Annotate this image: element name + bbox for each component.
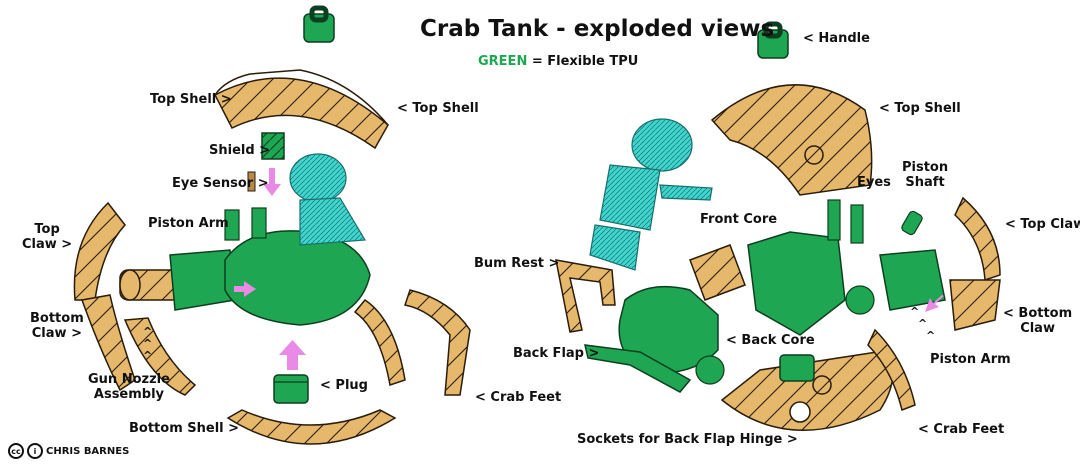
label-bottom-shell: Bottom Shell > bbox=[129, 421, 240, 436]
credit-name: CHRIS BARNES bbox=[46, 445, 130, 457]
label-bum-rest: Bum Rest > bbox=[474, 256, 560, 271]
label-eye-sensor: Eye Sensor > bbox=[172, 176, 269, 191]
chevrons-icon: ^ bbox=[143, 325, 152, 338]
eye-sensor-part bbox=[247, 171, 256, 192]
legend-key: GREEN bbox=[478, 54, 528, 69]
label-gun-nozzle: Gun Nozzle Assembly bbox=[88, 372, 170, 402]
back-flap-part bbox=[584, 344, 692, 393]
svg-text:^: ^ bbox=[918, 317, 927, 330]
label-top-shell-mid: < Top Shell bbox=[397, 101, 479, 116]
gun-nozzle-part bbox=[119, 269, 181, 301]
top-shell-right-part bbox=[710, 84, 873, 196]
label-top-shell-left: Top Shell > bbox=[150, 92, 232, 107]
piston-shaft-part bbox=[901, 210, 923, 236]
svg-text:^: ^ bbox=[143, 349, 152, 362]
label-piston-arm-right: Piston Arm bbox=[930, 352, 1011, 367]
top-shell-left-part bbox=[213, 77, 389, 150]
label-front-core: Front Core bbox=[700, 212, 778, 227]
arrow-up-icon bbox=[279, 340, 306, 370]
label-sockets: Sockets for Back Flap Hinge > bbox=[577, 432, 798, 447]
label-crab-feet-right: < Crab Feet bbox=[918, 422, 1005, 437]
piston-arm-right-part bbox=[879, 249, 946, 311]
front-core-right-part bbox=[747, 199, 875, 336]
label-crab-feet-left: < Crab Feet bbox=[475, 390, 562, 405]
legend: GREEN = Flexible TPU bbox=[478, 54, 638, 69]
label-back-core: < Back Core bbox=[726, 333, 815, 348]
label-piston-shaft: Piston Shaft bbox=[902, 160, 949, 190]
bottom-claw-right-part bbox=[949, 279, 1001, 331]
chevrons-right-icon: ^ bbox=[910, 305, 919, 318]
plug-part bbox=[273, 374, 309, 404]
core-left-part bbox=[224, 230, 371, 326]
label-handle: < Handle bbox=[803, 31, 870, 46]
label-back-flap: Back Flap > bbox=[513, 346, 600, 361]
attribution-icon: i bbox=[27, 443, 43, 459]
label-plug: < Plug bbox=[320, 378, 368, 393]
bottom-claw-left-part bbox=[80, 294, 136, 392]
diagram-title: Crab Tank - exploded views bbox=[420, 16, 775, 42]
legend-text: = Flexible TPU bbox=[527, 54, 639, 69]
label-top-shell-right: < Top Shell bbox=[879, 101, 961, 116]
label-top-claw-left: Top Claw > bbox=[22, 222, 73, 252]
credit: cc i CHRIS BARNES bbox=[8, 443, 129, 459]
handle-left-part bbox=[303, 5, 335, 43]
bottom-shell-left-part bbox=[226, 409, 397, 445]
top-claw-left-part bbox=[73, 201, 126, 301]
svg-text:^: ^ bbox=[926, 329, 935, 342]
label-top-claw-right: < Top Claw bbox=[1005, 217, 1080, 232]
label-bottom-claw-left: Bottom Claw > bbox=[30, 311, 84, 341]
arrow-down-icon bbox=[263, 168, 281, 196]
figure-left-part bbox=[289, 153, 367, 246]
shield-part bbox=[261, 132, 285, 160]
crab-feet-left-part bbox=[123, 317, 197, 396]
top-claw-right-part bbox=[954, 196, 1001, 282]
figure-right-part bbox=[589, 118, 713, 271]
crab-feet-right-part bbox=[867, 328, 916, 412]
cc-license-icon: cc bbox=[8, 443, 24, 459]
label-piston-arm-left: Piston Arm bbox=[148, 216, 229, 231]
svg-text:^: ^ bbox=[143, 337, 152, 350]
arrow-right-icon bbox=[234, 281, 256, 297]
arrow-diagonal-icon bbox=[925, 295, 944, 312]
label-bottom-claw-right: < Bottom Claw bbox=[1003, 306, 1073, 336]
back-core-part bbox=[618, 285, 725, 385]
bum-rest-part bbox=[555, 259, 616, 333]
handle-right-part bbox=[757, 21, 789, 59]
label-shield: Shield > bbox=[209, 143, 271, 158]
label-eyes: Eyes bbox=[857, 175, 891, 190]
bottom-shell-right-part bbox=[720, 349, 895, 431]
